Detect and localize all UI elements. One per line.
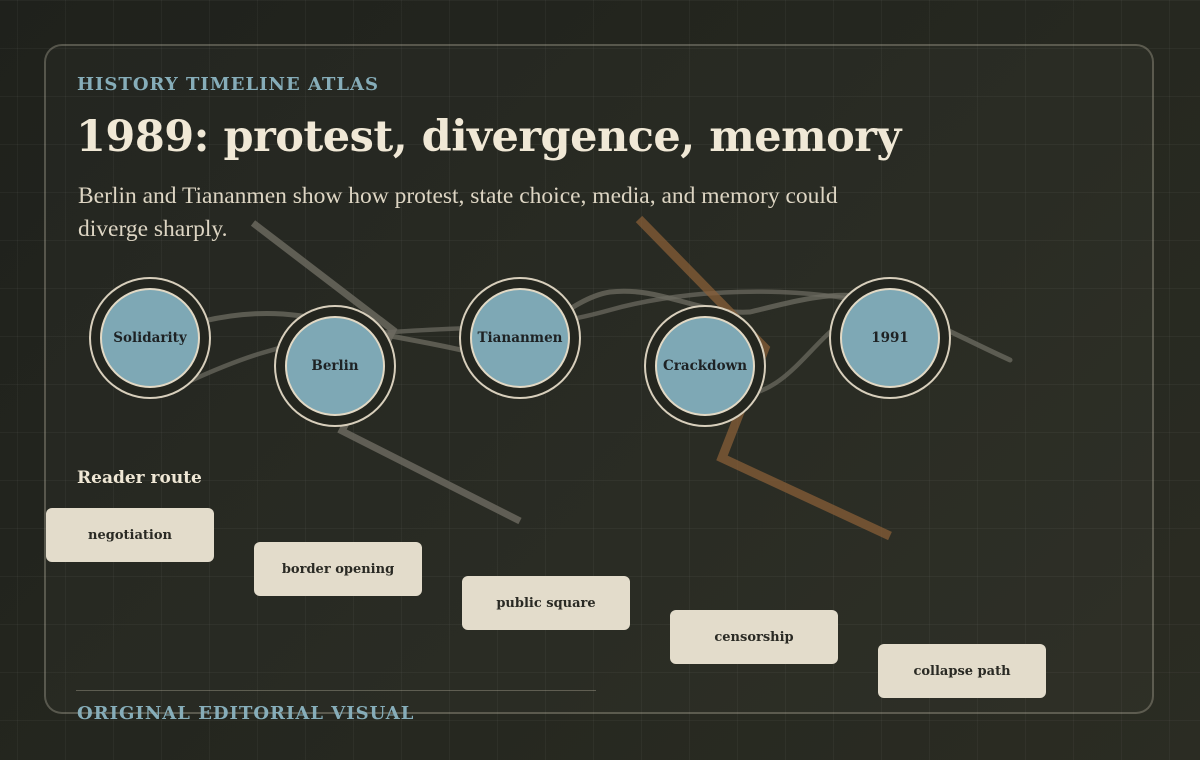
timeline-node-crackdown[interactable]: Crackdown <box>655 316 755 416</box>
content-frame <box>44 44 1154 714</box>
page-subtitle: Berlin and Tiananmen show how protest, s… <box>78 183 838 242</box>
route-step-censorship[interactable]: censorship <box>670 610 838 664</box>
route-step-negotiation[interactable]: negotiation <box>46 508 214 562</box>
timeline-node-solidarity[interactable]: Solidarity <box>100 288 200 388</box>
kicker-label: HISTORY TIMELINE ATLAS <box>77 74 379 95</box>
page-title: 1989: protest, divergence, memory <box>76 112 901 162</box>
route-step-label: negotiation <box>88 527 172 543</box>
route-step-public-square[interactable]: public square <box>462 576 630 630</box>
divergence-path-brown <box>635 215 892 541</box>
footer-divider <box>76 690 596 691</box>
route-step-label: border opening <box>281 561 395 577</box>
node-label: Berlin <box>311 358 359 374</box>
route-step-label: censorship <box>714 629 794 645</box>
node-label: 1991 <box>871 330 909 346</box>
timeline-node-tiananmen[interactable]: Tiananmen <box>470 288 570 388</box>
route-step-collapse-path[interactable]: collapse path <box>878 644 1046 698</box>
route-step-label: collapse path <box>913 663 1011 679</box>
footer-label: ORIGINAL EDITORIAL VISUAL <box>77 703 415 724</box>
route-step-border-opening[interactable]: border opening <box>254 542 422 596</box>
reader-route-heading: Reader route <box>77 468 202 488</box>
node-label: Crackdown <box>662 358 748 374</box>
route-step-label: public square <box>496 595 596 611</box>
node-label: Tiananmen <box>477 330 563 346</box>
timeline-node-1991[interactable]: 1991 <box>840 288 940 388</box>
flow-curve-return <box>737 329 833 399</box>
timeline-node-berlin[interactable]: Berlin <box>285 316 385 416</box>
node-label: Solidarity <box>113 330 187 346</box>
